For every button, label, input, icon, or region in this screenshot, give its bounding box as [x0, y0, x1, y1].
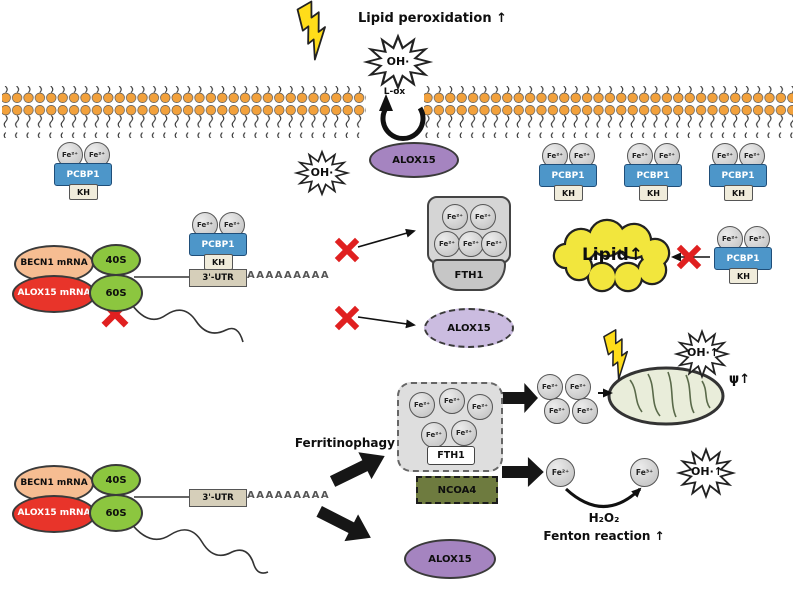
pcbp1-complex: Fe²⁺ Fe²⁺ PCBP1 KH — [714, 226, 772, 284]
arrow-to-ferritinophagy — [326, 442, 392, 495]
arrow-iron-to-fenton — [502, 457, 544, 487]
fe2-ion: Fe²⁺ — [481, 231, 507, 257]
ncoa4-protein: NCOA4 — [416, 476, 498, 504]
fe2-ion: Fe²⁺ — [572, 398, 598, 424]
fe2-ion: Fe²⁺ — [467, 394, 493, 420]
fe3-ion: Fe³⁺ — [630, 458, 659, 487]
ribosome-40s: 40S — [91, 464, 141, 496]
fe2-ion: Fe²⁺ — [470, 204, 496, 230]
fe2-ion: Fe²⁺ — [546, 458, 575, 487]
pcbp1-protein: PCBP1 — [539, 164, 597, 187]
arrow-to-alox15-blocked — [357, 316, 416, 329]
kh-domain: KH — [554, 185, 583, 201]
pcbp1-protein: PCBP1 — [624, 164, 682, 187]
kh-domain: KH — [729, 268, 758, 284]
pcbp1-protein: PCBP1 — [189, 233, 247, 256]
membrane-potential-label: ψ↑ — [728, 372, 751, 387]
fe2-ion: Fe²⁺ — [565, 374, 591, 400]
pcbp1-complex: Fe²⁺ Fe²⁺ PCBP1 KH — [539, 143, 597, 201]
kh-domain: KH — [69, 184, 98, 200]
lipid-bilayer-right — [424, 86, 793, 138]
kh-domain: KH — [724, 185, 753, 201]
pcbp1-protein: PCBP1 — [714, 247, 772, 270]
arrow-to-alox15-active — [312, 498, 378, 552]
oh-radical-up-label: OH·↑ — [691, 465, 723, 478]
mrna-tail-top — [129, 301, 244, 343]
alox15-enzyme-active: ALOX15 — [404, 539, 496, 579]
arrow-iron-to-mito — [502, 383, 538, 413]
pcbp1-complex: Fe²⁺ Fe²⁺ PCBP1 KH — [54, 142, 112, 200]
ferritinophagy-label: Ferritinophagy ↑ — [294, 436, 410, 450]
fe2-ion: Fe²⁺ — [458, 231, 484, 257]
oh-radical-label: OH· — [386, 55, 410, 68]
fe2-ion: Fe²⁺ — [409, 392, 435, 418]
pcbp1-protein: PCBP1 — [709, 164, 767, 187]
lipid-label: Lipid↑ — [581, 245, 644, 265]
mitochondrion — [607, 366, 725, 426]
fe2-ion: Fe²⁺ — [537, 374, 563, 400]
arrow-to-fth1-blocked — [357, 228, 416, 248]
fenton-reaction-arrow — [564, 487, 642, 508]
fth1-protein: FTH1 — [427, 446, 475, 465]
mrna-tail-bottom — [129, 521, 269, 574]
inhibition-x-icon — [339, 310, 355, 326]
alox15-mrna: ALOX15 mRNA — [12, 275, 96, 313]
lipid-peroxidation-label: Lipid peroxidation ↑ — [358, 11, 507, 26]
ribosome-40s: 40S — [91, 244, 141, 276]
poly-a-tail: AAAAAAAAA — [247, 490, 331, 501]
h2o2-label: H₂O₂ — [588, 511, 620, 525]
lightning-icon — [595, 328, 640, 380]
oxidized-lipid-label: L-ox — [383, 87, 406, 97]
pcbp1-protein: PCBP1 — [54, 163, 112, 186]
ribosome-60s: 60S — [89, 494, 143, 532]
fe2-ion: Fe²⁺ — [451, 420, 477, 446]
kh-domain: KH — [204, 254, 233, 270]
pcbp1-complex: Fe²⁺ Fe²⁺ PCBP1 KH — [624, 143, 682, 201]
ferritin-degrading-core: Fe²⁺ Fe²⁺ Fe²⁺ Fe²⁺ Fe²⁺ FTH1 — [397, 382, 503, 472]
utr-box: 3'-UTR — [189, 269, 247, 287]
alox15-enzyme-suppressed: ALOX15 — [424, 308, 514, 348]
alox15-mrna: ALOX15 mRNA — [12, 495, 96, 533]
lipid-bilayer-left — [2, 86, 366, 138]
fe2-ion: Fe²⁺ — [421, 422, 447, 448]
pcbp1-complex: Fe²⁺ Fe²⁺ PCBP1 KH — [709, 143, 767, 201]
fenton-reaction-label: Fenton reaction ↑ — [543, 529, 665, 543]
ferritin-iron-core: Fe²⁺ Fe²⁺ Fe²⁺ Fe²⁺ Fe²⁺ — [427, 196, 511, 264]
lipid-cloud — [552, 218, 671, 293]
fe2-ion: Fe²⁺ — [442, 204, 468, 230]
fe2-ion: Fe²⁺ — [434, 231, 460, 257]
fe2-ion: Fe²⁺ — [439, 388, 465, 414]
kh-domain: KH — [639, 185, 668, 201]
oh-radical-label: OH· — [310, 166, 334, 179]
lightning-icon — [287, 0, 340, 61]
oh-radical-up-label: OH·↑ — [687, 346, 719, 359]
oxidation-cycle-arrow — [379, 94, 426, 141]
alox15-enzyme: ALOX15 — [369, 142, 459, 178]
fe2-ion: Fe²⁺ — [544, 398, 570, 424]
pcbp1-complex-on-utr: Fe²⁺ Fe²⁺ PCBP1 KH — [189, 212, 247, 270]
utr-box: 3'-UTR — [189, 489, 247, 507]
ribosome-60s: 60S — [89, 274, 143, 312]
inhibition-x-icon — [339, 242, 355, 258]
poly-a-tail: AAAAAAAAA — [247, 270, 331, 281]
fth1-protein: FTH1 — [432, 259, 506, 291]
